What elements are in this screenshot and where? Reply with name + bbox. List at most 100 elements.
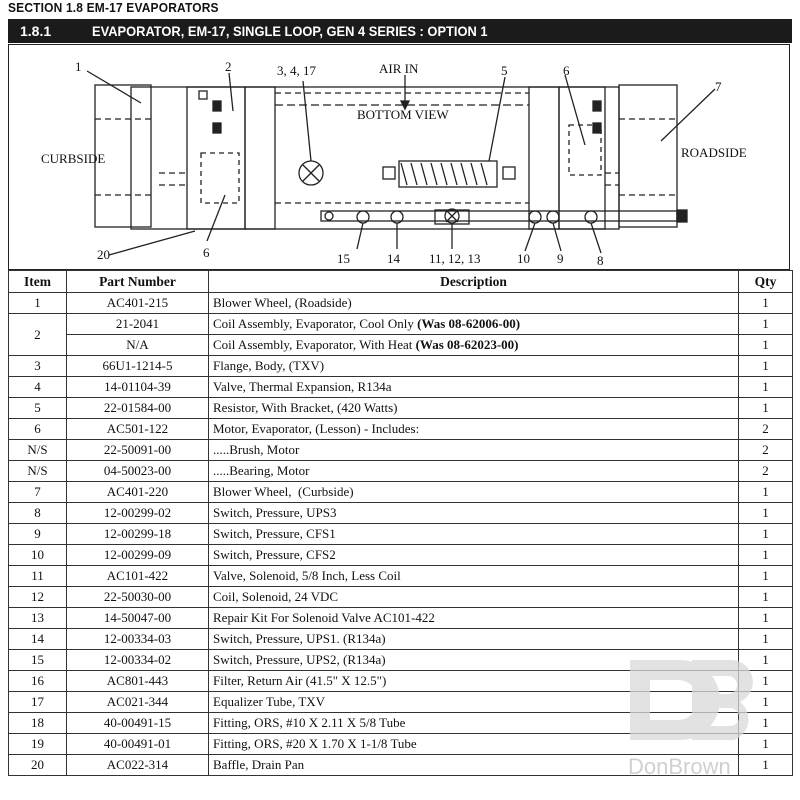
description-text: .....Bearing, Motor xyxy=(213,463,310,478)
header-part-number: Part Number xyxy=(66,270,209,293)
description-text: Switch, Pressure, UPS3 xyxy=(213,505,337,520)
description-text: Blower Wheel, (Roadside) xyxy=(213,295,352,310)
cell-part-number: 12-00299-18 xyxy=(66,523,209,545)
cell-description: Switch, Pressure, CFS1 xyxy=(208,523,739,545)
description-text: Coil Assembly, Evaporator, With Heat xyxy=(213,337,416,352)
cell-qty: 1 xyxy=(738,376,793,398)
cell-description: Fitting, ORS, #10 X 2.11 X 5/8 Tube xyxy=(208,712,739,734)
section-title: SECTION 1.8 EM-17 EVAPORATORS xyxy=(8,0,219,15)
cell-part-number: AC021-344 xyxy=(66,691,209,713)
callout-9: 9 xyxy=(557,251,564,266)
header-description: Description xyxy=(208,270,739,293)
cell-description: Switch, Pressure, UPS3 xyxy=(208,502,739,524)
header-qty: Qty xyxy=(738,270,793,293)
description-text: Coil, Solenoid, 24 VDC xyxy=(213,589,339,604)
cell-description: Switch, Pressure, UPS2, (R134a) xyxy=(208,649,739,671)
roadside-label: ROADSIDE xyxy=(681,145,747,160)
cell-qty: 1 xyxy=(738,313,793,335)
description-text: Repair Kit For Solenoid Valve AC101-422 xyxy=(213,610,435,625)
cell-part-number: AC801-443 xyxy=(66,670,209,692)
cell-qty: 1 xyxy=(738,586,793,608)
cell-part-number: 40-00491-01 xyxy=(66,733,209,755)
cell-qty: 1 xyxy=(738,607,793,629)
cell-item: 11 xyxy=(8,565,67,587)
cell-item: 1 xyxy=(8,292,67,314)
cell-qty: 1 xyxy=(738,502,793,524)
cell-part-number: 12-00299-02 xyxy=(66,502,209,524)
cell-part-number: 22-01584-00 xyxy=(66,397,209,419)
description-text: Motor, Evaporator, (Lesson) - Includes: xyxy=(213,421,420,436)
description-text: .....Brush, Motor xyxy=(213,442,300,457)
description-text: Fitting, ORS, #20 X 1.70 X 1-1/8 Tube xyxy=(213,736,417,751)
cell-item: N/S xyxy=(8,460,67,482)
description-text: Equalizer Tube, TXV xyxy=(213,694,326,709)
cell-item: 8 xyxy=(8,502,67,524)
description-text: Switch, Pressure, UPS1. (R134a) xyxy=(213,631,386,646)
description-text: Switch, Pressure, CFS1 xyxy=(213,526,336,541)
cell-qty: 1 xyxy=(738,292,793,314)
cell-item: 5 xyxy=(8,397,67,419)
cell-description: .....Brush, Motor xyxy=(208,439,739,461)
description-text: Flange, Body, (TXV) xyxy=(213,358,325,373)
evaporator-diagram: CURBSIDE ROADSIDE AIR IN BOTTOM VIEW 1 2… xyxy=(8,44,790,270)
cell-description: Flange, Body, (TXV) xyxy=(208,355,739,377)
cell-description: Equalizer Tube, TXV xyxy=(208,691,739,713)
cell-qty: 1 xyxy=(738,523,793,545)
cell-part-number: AC401-215 xyxy=(66,292,209,314)
cell-item: 2 xyxy=(8,313,67,356)
cell-qty: 2 xyxy=(738,460,793,482)
cell-item: 6 xyxy=(8,418,67,440)
cell-part-number: 12-00299-09 xyxy=(66,544,209,566)
bottom-view-label: BOTTOM VIEW xyxy=(357,107,449,122)
description-text: Switch, Pressure, UPS2, (R134a) xyxy=(213,652,386,667)
description-text: Baffle, Drain Pan xyxy=(213,757,305,772)
callout-14: 14 xyxy=(387,251,401,266)
cell-description: Blower Wheel, (Roadside) xyxy=(208,292,739,314)
cell-item: 14 xyxy=(8,628,67,650)
subsection-header: 1.8.1 EVAPORATOR, EM-17, SINGLE LOOP, GE… xyxy=(8,19,792,43)
cell-qty: 1 xyxy=(738,691,793,713)
cell-description: Valve, Thermal Expansion, R134a xyxy=(208,376,739,398)
cell-qty: 1 xyxy=(738,754,793,776)
callout-6-left: 6 xyxy=(203,245,210,260)
cell-part-number: 14-01104-39 xyxy=(66,376,209,398)
cell-qty: 1 xyxy=(738,544,793,566)
cell-item: 20 xyxy=(8,754,67,776)
cell-item: 19 xyxy=(8,733,67,755)
cell-part-number: AC401-220 xyxy=(66,481,209,503)
cell-description: Valve, Solenoid, 5/8 Inch, Less Coil xyxy=(208,565,739,587)
cell-part-number: AC022-314 xyxy=(66,754,209,776)
callout-6-right: 6 xyxy=(563,63,570,78)
cell-item: 12 xyxy=(8,586,67,608)
cell-description: Switch, Pressure, UPS1. (R134a) xyxy=(208,628,739,650)
cell-description: Motor, Evaporator, (Lesson) - Includes: xyxy=(208,418,739,440)
description-note: (Was 08-62006-00) xyxy=(417,316,521,331)
cell-item: 3 xyxy=(8,355,67,377)
air-in-label: AIR IN xyxy=(379,61,419,76)
description-text: Coil Assembly, Evaporator, Cool Only xyxy=(213,316,418,331)
callout-7: 7 xyxy=(715,79,722,94)
cell-part-number: 12-00334-03 xyxy=(66,628,209,650)
cell-item: 10 xyxy=(8,544,67,566)
cell-part-number: 21-2041 xyxy=(66,313,209,335)
cell-description: .....Bearing, Motor xyxy=(208,460,739,482)
callout-11-12-13: 11, 12, 13 xyxy=(429,251,481,266)
callout-5: 5 xyxy=(501,63,508,78)
evaporator-bottom-view-drawing: CURBSIDE ROADSIDE AIR IN BOTTOM VIEW 1 2… xyxy=(41,59,747,268)
